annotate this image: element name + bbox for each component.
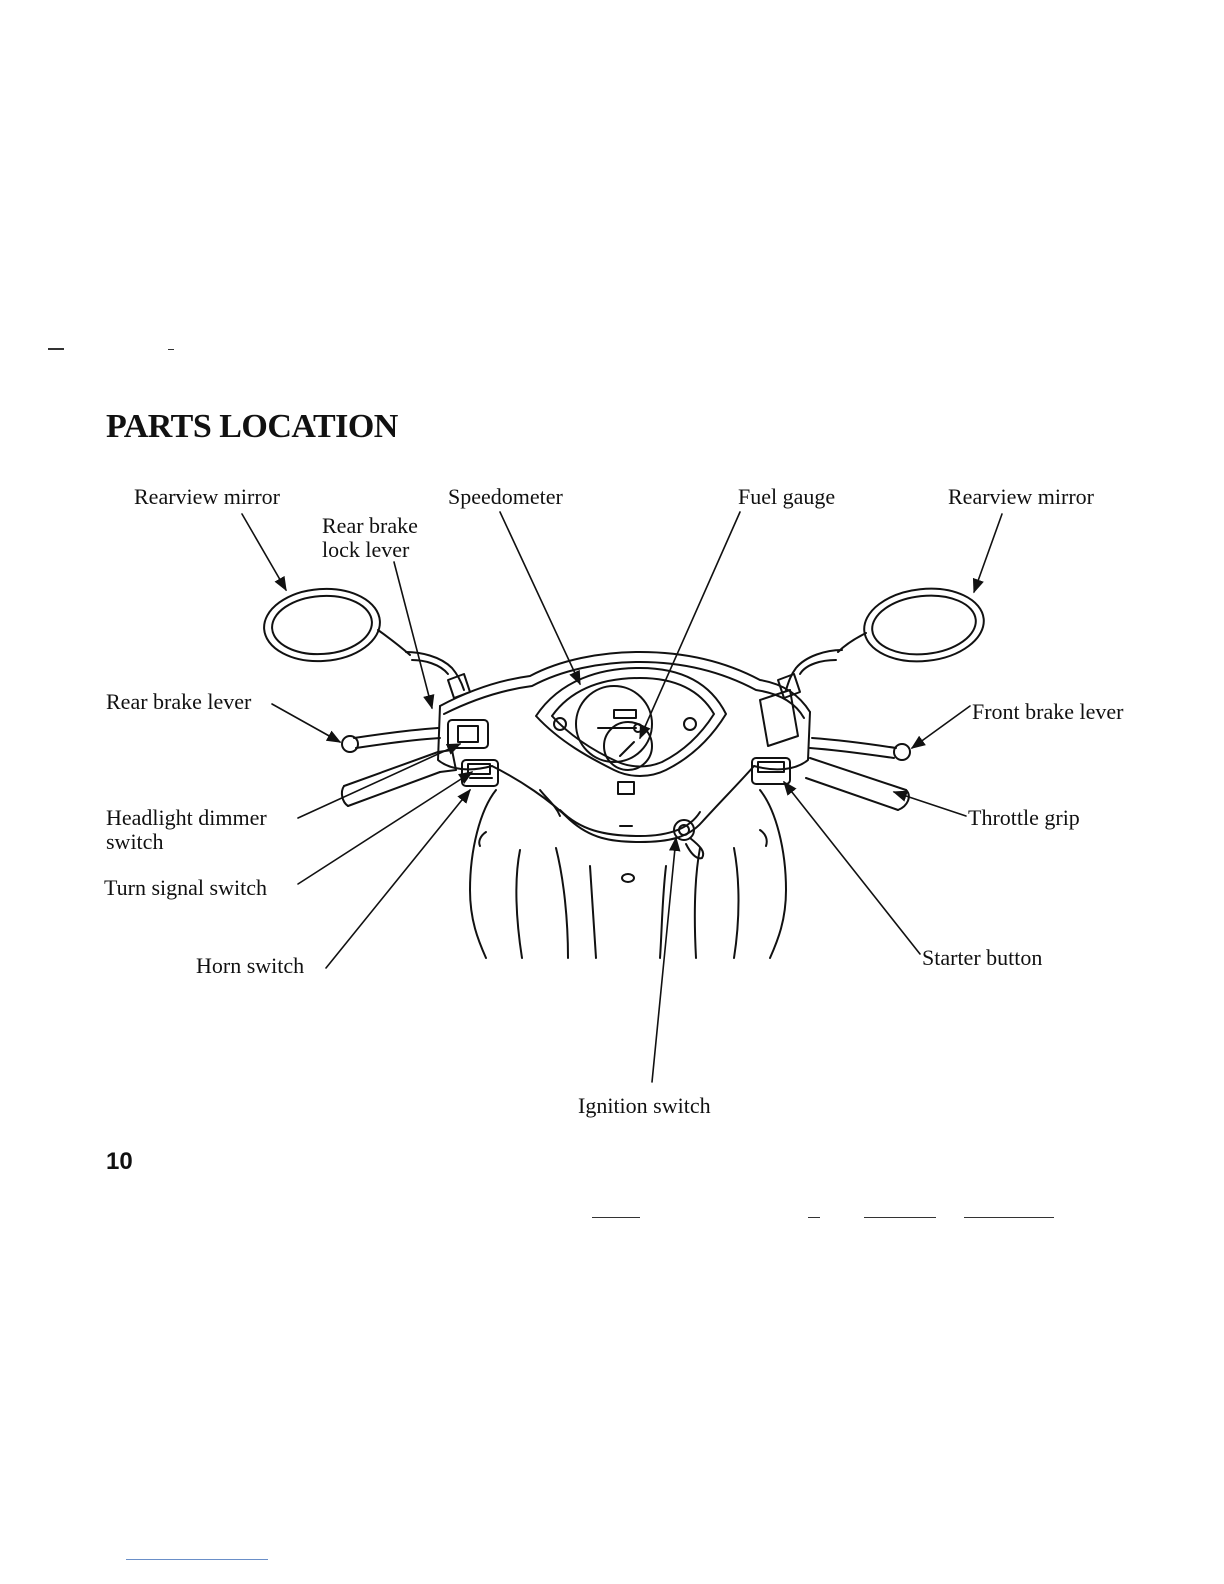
handlebar-cover-illustration xyxy=(438,652,810,842)
label-turn-signal-switch: Turn signal switch xyxy=(104,876,267,900)
label-speedometer: Speedometer xyxy=(448,485,563,509)
label-throttle-grip: Throttle grip xyxy=(968,806,1080,830)
label-rearview-mirror-right: Rearview mirror xyxy=(948,485,1094,509)
label-ignition-switch: Ignition switch xyxy=(578,1094,711,1118)
label-horn-switch: Horn switch xyxy=(196,954,304,978)
label-headlight-dimmer-switch: Headlight dimmer switch xyxy=(106,806,267,854)
left-switch-housing-illustration xyxy=(448,720,498,786)
right-mirror-illustration xyxy=(778,583,987,698)
label-starter-button: Starter button xyxy=(922,946,1042,970)
label-rearview-mirror-left: Rearview mirror xyxy=(134,485,280,509)
instrument-panel-illustration xyxy=(536,668,726,826)
label-fuel-gauge: Fuel gauge xyxy=(738,485,835,509)
front-cowl-illustration xyxy=(470,790,786,958)
left-mirror-illustration xyxy=(262,585,470,698)
label-rear-brake-lock-lever: Rear brake lock lever xyxy=(322,514,418,562)
right-lever-grip-illustration xyxy=(806,738,910,810)
page-number: 10 xyxy=(106,1148,133,1176)
label-rear-brake-lever: Rear brake lever xyxy=(106,690,251,714)
label-front-brake-lever: Front brake lever xyxy=(972,700,1124,724)
